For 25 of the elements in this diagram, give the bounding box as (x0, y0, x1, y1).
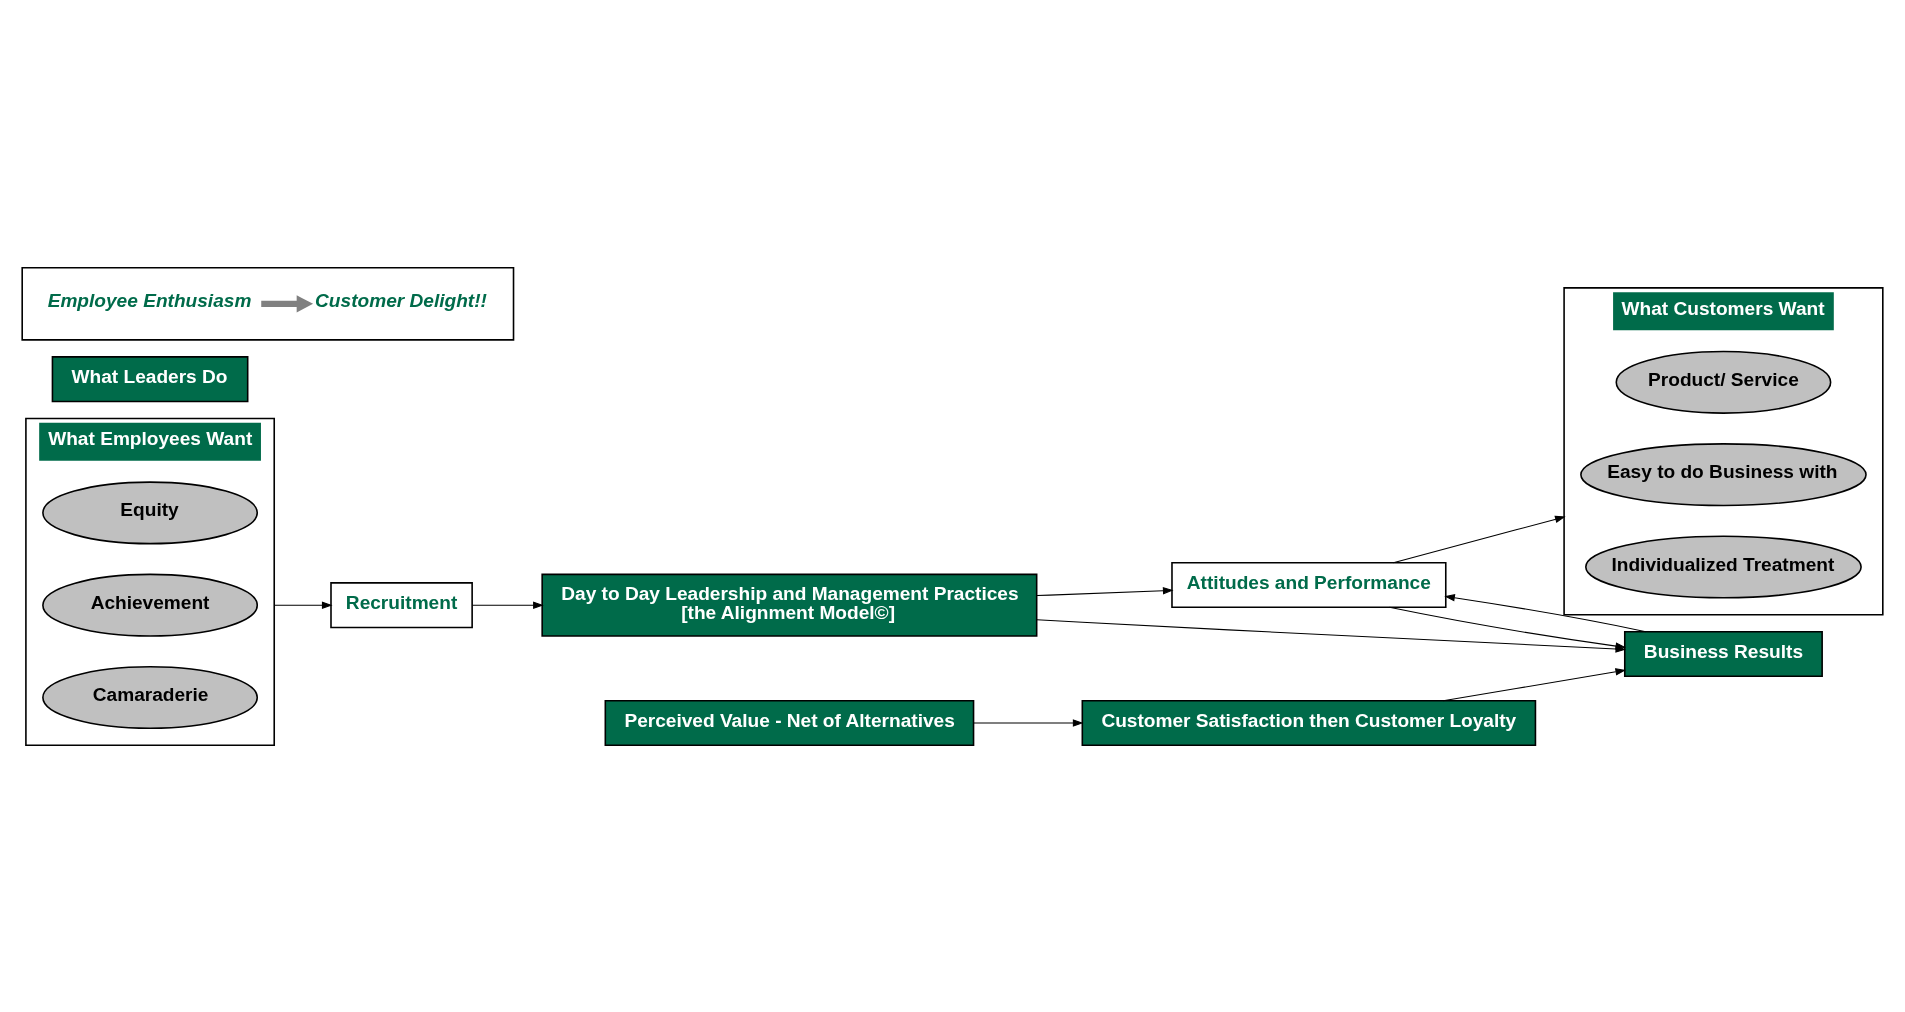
node-text: Customer Delight!! (315, 289, 487, 311)
arrow (973, 718, 1084, 727)
node-ellipse: Product/ Service (1615, 350, 1832, 414)
arrow (1036, 586, 1174, 596)
node-box: Attitudes and Performance (1171, 561, 1447, 608)
arrow (273, 600, 333, 609)
node-ellipse: Equity (42, 480, 259, 544)
node-ellipse: Individualized Treatment (1585, 534, 1862, 599)
node-ellipse: Easy to do Business with (1580, 442, 1867, 506)
arrow (1392, 515, 1566, 563)
cluster (21, 266, 515, 341)
node-ellipse: Camaraderie (42, 665, 259, 729)
node-ellipse: Achievement (42, 573, 259, 637)
arrow (1442, 667, 1627, 701)
node-box: Customer Satisfaction then Customer Loyalty (1081, 699, 1537, 746)
arrow (261, 294, 314, 312)
arrow (1444, 593, 1647, 632)
arrow (1388, 606, 1627, 650)
node-text: Employee Enthusiasm (47, 289, 252, 311)
node-box: Perceived Value - Net of Alternatives (604, 699, 975, 746)
node-box: Recruitment (330, 581, 473, 628)
arrow (471, 600, 544, 609)
node-box: What Leaders Do (51, 355, 249, 402)
node-box: Business Results (1623, 630, 1823, 677)
node-box: Day to Day Leadership and Management Practices [the Alignment Model©] (541, 573, 1038, 637)
